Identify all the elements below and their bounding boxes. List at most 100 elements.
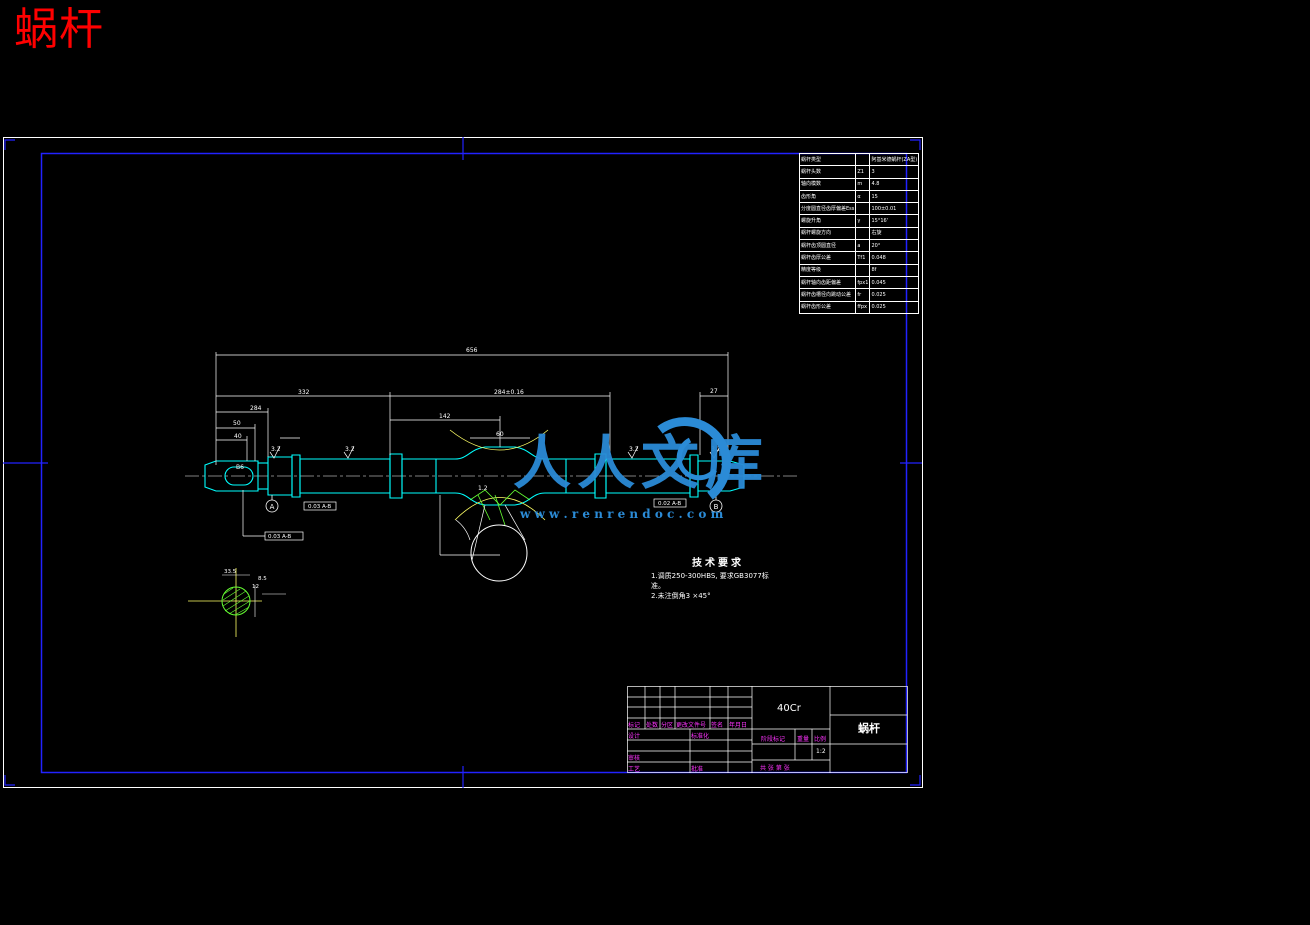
roughness-3-2-b: 3.2	[345, 446, 355, 453]
scale-value: 1:2	[816, 748, 826, 755]
section-height: 8.5	[258, 576, 267, 582]
section-width: 33.5	[224, 569, 237, 575]
param-name: 精度等级	[798, 263, 857, 277]
watermark-text: 人人文库	[513, 429, 770, 497]
param-value: 15°16'	[869, 214, 920, 228]
param-symbol: fpx1	[855, 275, 871, 290]
tol-frame-3: 0.03 A-B	[268, 534, 291, 540]
col-label-count: 处数	[646, 722, 659, 729]
keyway-section	[188, 568, 286, 637]
label-scale: 比例	[814, 736, 827, 743]
param-value: 15	[869, 189, 920, 204]
param-row: 精度等级 8f	[798, 263, 920, 277]
tech-req-line-3: 2.未注倒角3 ×45°	[651, 592, 711, 600]
page-title: 蜗杆	[14, 4, 104, 55]
leader-lines	[439, 495, 526, 561]
roughness-3-2-a: 3.2	[271, 446, 281, 453]
tolerance-frames	[264, 498, 687, 541]
tooth-profile	[469, 489, 531, 526]
dim-50: 50	[233, 420, 241, 427]
param-name: 蜗杆齿形公差	[798, 300, 857, 314]
param-value: 20°	[869, 239, 920, 253]
param-symbol: Z1	[855, 165, 871, 179]
watermark-logo	[657, 417, 731, 500]
param-symbol: fr	[855, 288, 871, 302]
param-value: 0.025	[869, 288, 920, 302]
section-depth: 12	[252, 584, 259, 590]
label-weight: 重量	[797, 736, 810, 743]
tol-frame-2: 0.02 A-B	[658, 501, 681, 507]
param-name: 齿形角	[798, 189, 857, 204]
roughness-symbols	[269, 445, 721, 459]
datum-markers	[265, 495, 723, 513]
label-sheets: 共 张 第 张	[760, 765, 790, 772]
dim-284-tol: 284±0.16	[494, 389, 524, 396]
tech-req-title: 技术要求	[692, 558, 744, 569]
param-name: 蜗杆齿顶圆直径	[798, 239, 857, 253]
param-value: 4.8	[869, 177, 920, 191]
param-symbol: ffpx	[855, 300, 871, 314]
param-value: 右旋	[869, 226, 920, 241]
param-row: 蜗杆类型阿基米德蜗杆(ZA型)	[798, 152, 920, 167]
param-value: 8f	[869, 263, 920, 277]
param-symbol	[855, 226, 871, 241]
param-name: 轴向模数	[798, 177, 857, 191]
param-symbol: γ	[855, 214, 871, 228]
param-value: 0.045	[869, 275, 920, 290]
param-row: 蜗杆螺旋方向右旋	[798, 226, 920, 241]
roughness-values: 3.2 3.2 3.2 3.2 1.2	[271, 446, 721, 492]
part-name: 蜗杆	[858, 722, 880, 735]
tech-req-line-1: 1.调质250-300HBS, 要求GB3077标	[651, 572, 769, 580]
roughness-3-2-c: 3.2	[629, 446, 639, 453]
worm-shaft	[204, 446, 745, 506]
label-reviewer: 审核	[628, 755, 641, 762]
param-symbol: a	[855, 239, 871, 253]
param-name: 蜗杆类型	[798, 152, 857, 167]
tol-frame-1: 0.03 A-B	[308, 504, 331, 510]
param-name: 蜗杆头数	[798, 165, 857, 179]
param-name: 螺旋升角	[798, 214, 857, 228]
dim-656: 656	[466, 347, 478, 354]
label-standardize: 标准化	[691, 733, 710, 740]
tech-req-line-2: 准。	[651, 582, 665, 590]
param-symbol	[855, 263, 871, 277]
param-value: 0.048	[869, 251, 920, 265]
param-symbol: Tf1	[855, 251, 871, 265]
drawing-border	[40, 152, 908, 774]
dimension-lines	[215, 352, 729, 537]
dim-332: 332	[298, 389, 310, 396]
dim-40: 40	[234, 433, 242, 440]
watermark-url: w w w . r e n r e n d o c . c o m	[520, 507, 724, 521]
param-symbol: α	[855, 189, 871, 204]
material: 40Cr	[777, 703, 801, 714]
col-label-date: 年月日	[729, 722, 748, 729]
dim-27: 27	[710, 388, 718, 395]
col-label-doc: 更改文件号	[676, 722, 707, 729]
mating-wheel-arcs	[449, 429, 549, 521]
param-name: 蜗杆螺旋方向	[798, 226, 857, 241]
title-block-grid	[627, 686, 908, 773]
param-symbol	[855, 202, 871, 216]
param-name: 蜗杆轴向齿距偏差	[798, 275, 857, 290]
label-designer: 设计	[628, 733, 641, 740]
dim-284: 284	[250, 405, 262, 412]
col-label-sign: 签名	[711, 722, 724, 729]
centring-marks	[3, 137, 922, 788]
param-symbol: m	[855, 177, 871, 191]
datum-b: B	[714, 503, 719, 511]
roughness-3-2-d: 3.2	[711, 446, 721, 453]
param-symbol	[855, 152, 871, 167]
datum-a: A	[270, 503, 275, 511]
param-value: 100±0.01	[869, 202, 920, 216]
param-name: 蜗杆齿厚公差	[798, 251, 857, 265]
